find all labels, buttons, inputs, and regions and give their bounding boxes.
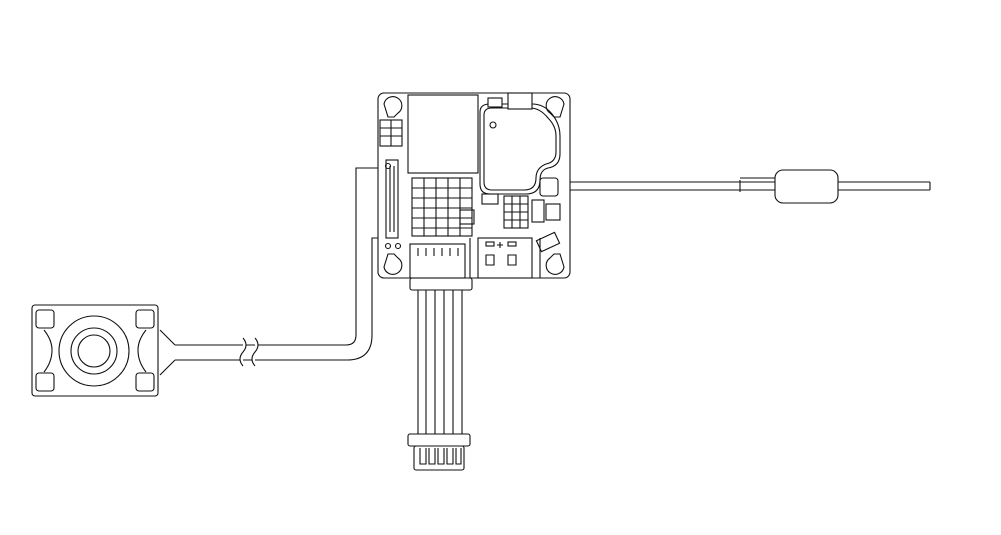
ribbon-cable [407,277,473,471]
switch [507,92,533,110]
flex-connector [385,159,399,239]
mounting-hole [383,96,565,275]
ribbon-header [409,243,466,279]
ferrite-bead [774,169,839,204]
lens-outer [58,315,130,387]
flex-cable [159,167,385,376]
main-board [377,92,571,279]
shield-can [407,94,479,174]
antenna-cable [560,169,931,204]
connector [407,433,471,471]
usb-port [477,237,533,279]
antenna-connector [539,177,559,197]
components [379,119,561,253]
camera-module [31,304,159,397]
lens [77,334,111,368]
